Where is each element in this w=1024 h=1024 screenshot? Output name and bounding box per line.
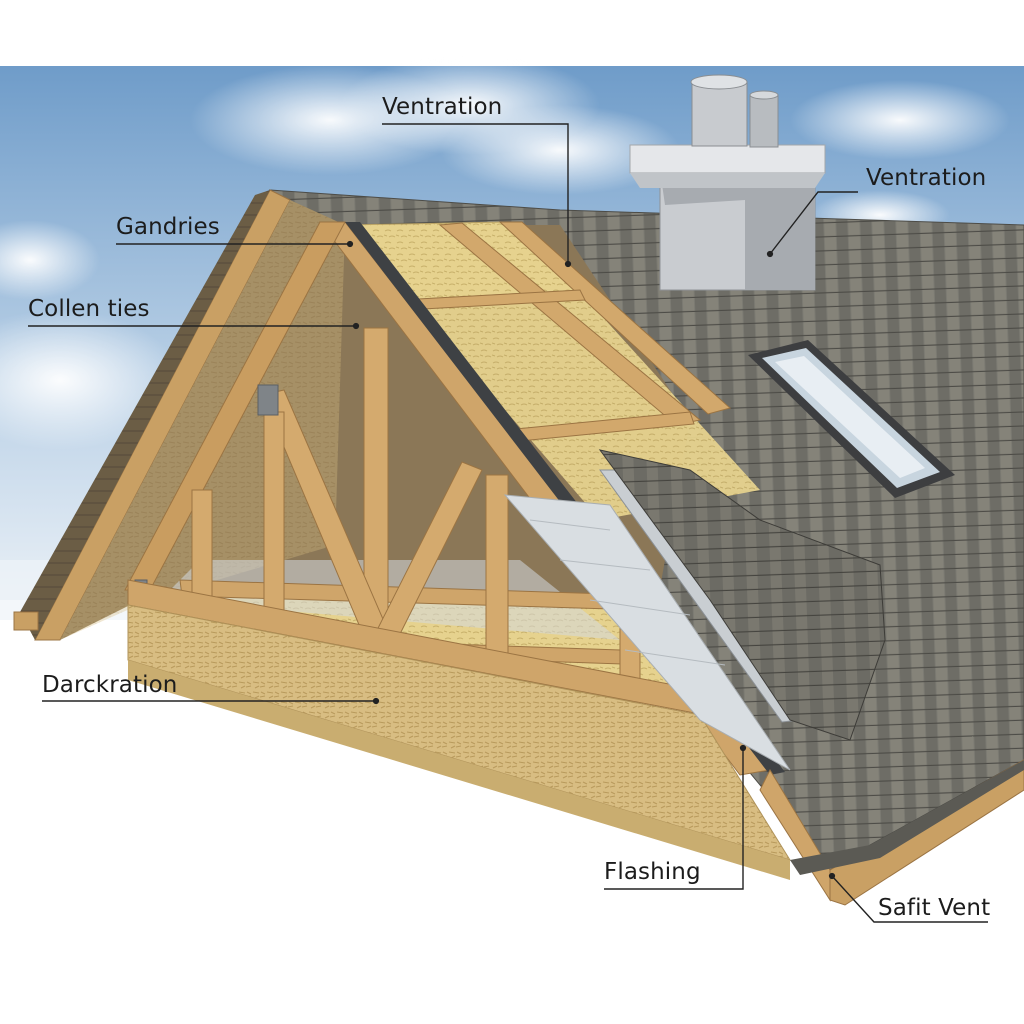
leader-ventilation-top (382, 123, 569, 264)
interior-rafters (399, 221, 732, 443)
label-ventilation-right: Ventration (866, 165, 987, 191)
skylight-icon (748, 340, 955, 498)
label-soffit-vent: Safit Vent (878, 895, 991, 921)
label-gables: Gandries (116, 214, 220, 240)
leader-lines (28, 123, 988, 923)
leader-soffit-vent (831, 875, 988, 923)
underlayment-membrane (503, 494, 791, 771)
chimney-icon (629, 74, 826, 291)
truss-webs (191, 327, 641, 731)
label-collar-ties: Collen ties (28, 296, 150, 322)
label-ventilation-top: Ventration (382, 94, 503, 120)
label-flashing: Flashing (604, 859, 701, 885)
leader-flashing (604, 748, 744, 890)
leader-ventilation-right (769, 191, 858, 255)
label-decking: Darckration (42, 672, 178, 698)
peeled-shingles (598, 449, 886, 741)
clouds (0, 55, 1010, 450)
